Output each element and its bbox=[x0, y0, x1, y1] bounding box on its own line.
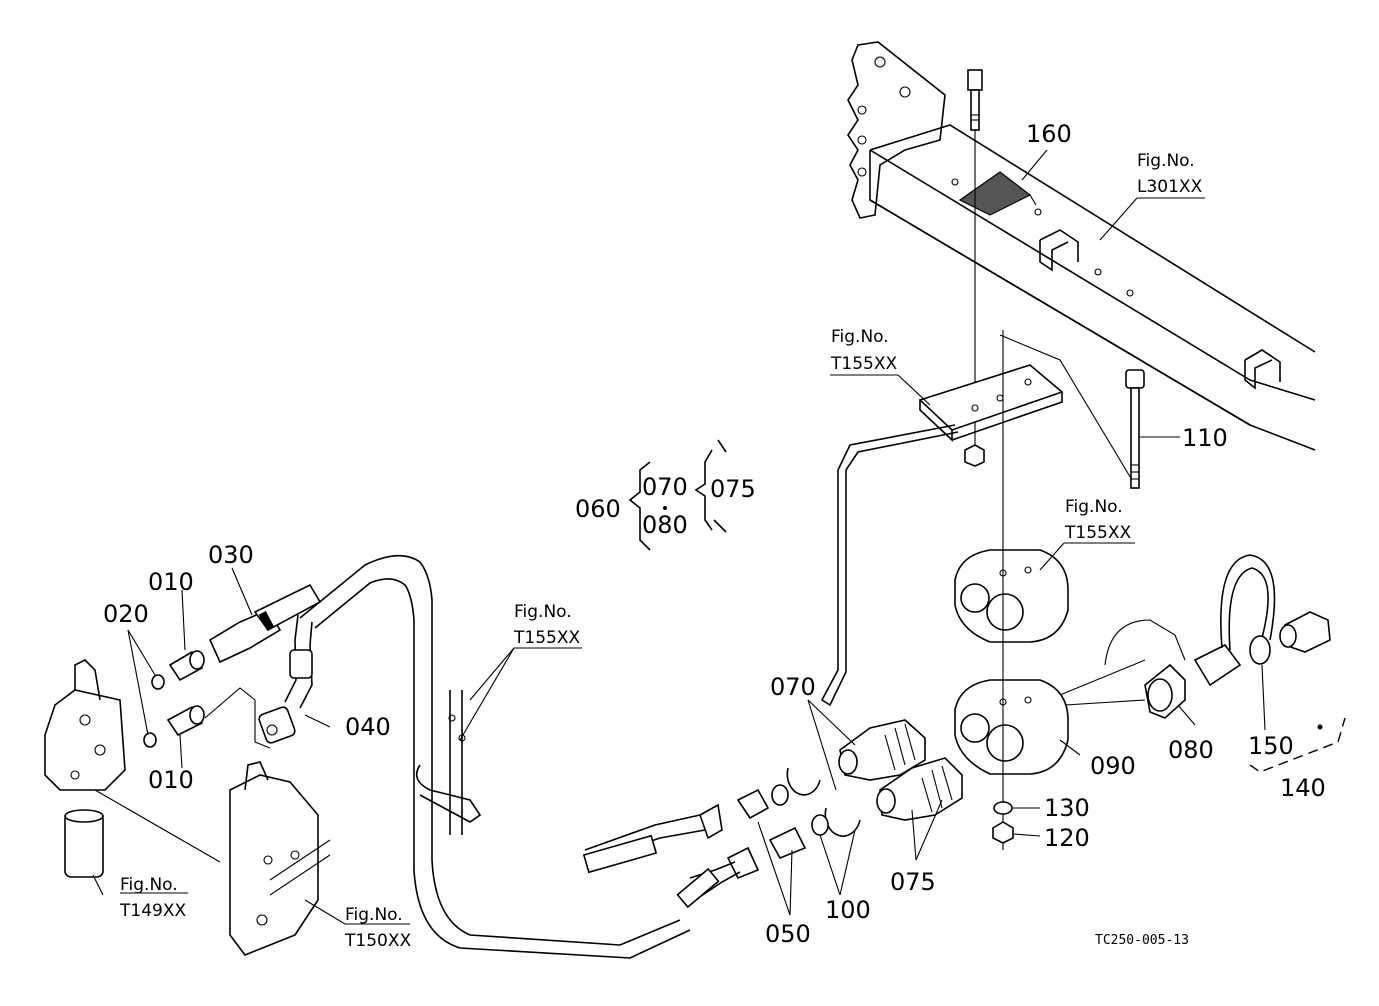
adapter-050-lower bbox=[726, 826, 807, 880]
adapter-010-upper bbox=[168, 650, 205, 682]
label-080: 080 bbox=[1168, 736, 1214, 764]
hose-loop-outer bbox=[299, 554, 681, 946]
label-100: 100 bbox=[825, 896, 871, 924]
leader-valve-link bbox=[94, 789, 221, 863]
figure-references: Fig.No. L301XX Fig.No. T155XX Fig.No. T1… bbox=[119, 151, 1203, 951]
decal-160 bbox=[958, 171, 1037, 216]
label-150: 150 bbox=[1248, 732, 1294, 760]
fig-ref-t149: T149XX bbox=[119, 901, 186, 921]
label-020: 020 bbox=[103, 600, 149, 628]
hose-loop-inner bbox=[314, 578, 691, 959]
fig-label-t149: Fig.No. bbox=[120, 875, 178, 895]
washer-130 bbox=[993, 801, 1013, 815]
leader-lines bbox=[92, 149, 1266, 925]
nut-120 bbox=[992, 821, 1014, 844]
leader-110-bracket bbox=[999, 334, 1136, 486]
hose-sleeve-lower bbox=[676, 867, 720, 909]
bracket-group-060 bbox=[628, 439, 727, 551]
fig-ref-l301: L301XX bbox=[1137, 177, 1203, 197]
fig-label-l301: Fig.No. bbox=[1137, 151, 1195, 171]
hose-sleeve-upper bbox=[582, 834, 658, 874]
fig-ref-t155-plate: T155XX bbox=[830, 354, 897, 374]
label-075-group: 075 bbox=[710, 475, 756, 503]
clamp-block-upper bbox=[954, 549, 1069, 643]
label-140: 140 bbox=[1280, 774, 1326, 802]
leader-valve-hose bbox=[204, 687, 271, 749]
dust-cap bbox=[1193, 554, 1276, 687]
rod-tube bbox=[820, 424, 959, 707]
hose-elbow-040 bbox=[258, 614, 313, 744]
control-valve-right bbox=[229, 761, 331, 956]
control-valve-left bbox=[44, 659, 126, 878]
bolt-110 bbox=[1125, 369, 1145, 489]
label-110: 110 bbox=[1182, 424, 1228, 452]
label-030: 030 bbox=[208, 541, 254, 569]
label-130: 130 bbox=[1044, 794, 1090, 822]
label-050: 050 bbox=[765, 920, 811, 948]
label-010-lower: 010 bbox=[148, 766, 194, 794]
label-160: 160 bbox=[1026, 120, 1072, 148]
label-010-upper: 010 bbox=[148, 568, 194, 596]
bolt-top bbox=[967, 69, 983, 131]
label-070: 070 bbox=[770, 673, 816, 701]
fig-ref-t155-strap: T155XX bbox=[513, 628, 580, 648]
part-labels: 160 110 070 075 060 080 030 010 020 070 … bbox=[103, 120, 1326, 948]
label-120: 120 bbox=[1044, 824, 1090, 852]
fig-ref-t155-clamp: T155XX bbox=[1064, 523, 1131, 543]
hose-fitting-030 bbox=[208, 583, 322, 664]
fig-ref-t150: T150XX bbox=[344, 931, 411, 951]
drawing-code: TC250-005-13 bbox=[1095, 933, 1189, 948]
dust-cap-chain bbox=[1104, 619, 1186, 666]
o-rings-020 bbox=[143, 674, 165, 748]
label-070-group: 070 bbox=[642, 473, 688, 501]
snap-rings-100 bbox=[771, 767, 861, 837]
clamp-block-lower bbox=[954, 679, 1069, 775]
coupler-male-140 bbox=[1279, 611, 1331, 653]
fig-label-t155-clamp: Fig.No. bbox=[1065, 497, 1123, 517]
label-075: 075 bbox=[890, 868, 936, 896]
coupler-upper bbox=[838, 719, 926, 781]
fig-label-t150: Fig.No. bbox=[345, 905, 403, 925]
hose-clamp-strap bbox=[415, 690, 482, 835]
adapter-050-upper bbox=[699, 788, 770, 840]
hex-nut-top bbox=[964, 444, 985, 467]
label-060: 060 bbox=[575, 495, 621, 523]
mounting-plate bbox=[918, 364, 1064, 442]
coupler-080 bbox=[1144, 663, 1186, 719]
label-040: 040 bbox=[345, 713, 391, 741]
group-bracket-140 bbox=[1249, 717, 1346, 773]
coupler-lower bbox=[876, 757, 963, 821]
label-080-group: 080 bbox=[642, 511, 688, 539]
adapter-010-lower bbox=[166, 705, 205, 737]
fig-label-t155-strap: Fig.No. bbox=[514, 602, 572, 622]
fig-label-t155-plate: Fig.No. bbox=[831, 327, 889, 347]
main-beam bbox=[869, 124, 1316, 451]
frame-bracket bbox=[847, 41, 946, 219]
label-090: 090 bbox=[1090, 752, 1136, 780]
group-dot-140 bbox=[1317, 724, 1323, 730]
washer-150 bbox=[1249, 635, 1271, 665]
hose-lines-to-coupler bbox=[1059, 659, 1146, 706]
